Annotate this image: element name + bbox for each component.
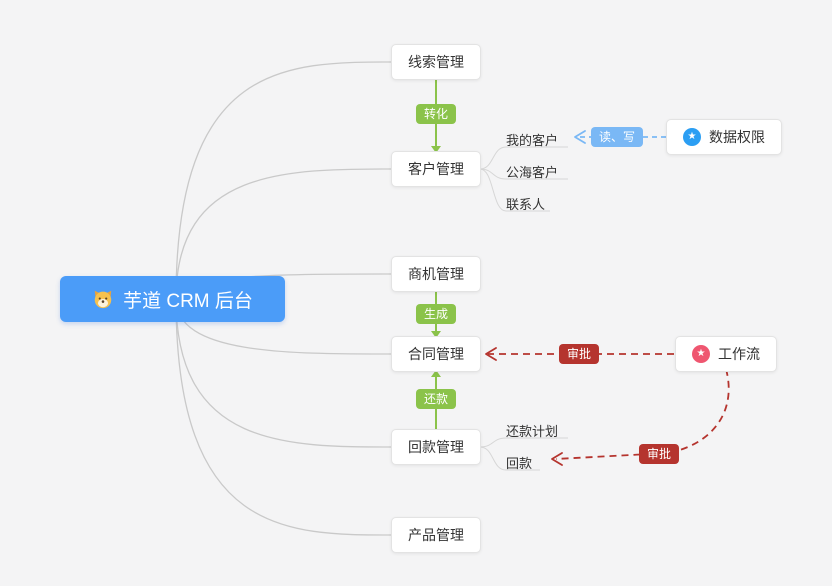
node-my-customers[interactable]: 我的客户 bbox=[506, 133, 559, 148]
star-icon: ★ bbox=[683, 128, 701, 146]
node-workflow[interactable]: ★ 工作流 bbox=[675, 336, 777, 372]
data-permission-label: 数据权限 bbox=[709, 129, 765, 145]
node-data-permission[interactable]: ★ 数据权限 bbox=[666, 119, 782, 155]
node-payment[interactable]: 回款 bbox=[506, 456, 533, 471]
node-public-customers[interactable]: 公海客户 bbox=[506, 165, 559, 180]
child-branch-lines bbox=[479, 146, 568, 471]
node-receivables[interactable]: 回款管理 bbox=[391, 429, 481, 465]
node-contracts[interactable]: 合同管理 bbox=[391, 336, 481, 372]
green-flow-arrows bbox=[431, 77, 441, 431]
edge-label-read-write: 读、写 bbox=[590, 127, 644, 147]
edge-label-approve-receivable: 审批 bbox=[638, 444, 680, 464]
edge-label-repay: 还款 bbox=[415, 389, 457, 409]
node-leads[interactable]: 线索管理 bbox=[391, 44, 481, 80]
dog-face-icon bbox=[92, 288, 114, 310]
node-repayment-plan[interactable]: 还款计划 bbox=[506, 424, 559, 439]
node-contacts[interactable]: 联系人 bbox=[506, 197, 546, 212]
star-icon: ★ bbox=[692, 345, 710, 363]
root-node-crm-admin[interactable]: 芋道 CRM 后台 bbox=[60, 276, 285, 322]
node-customers[interactable]: 客户管理 bbox=[391, 151, 481, 187]
edge-label-approve-contract: 审批 bbox=[558, 344, 600, 364]
workflow-label: 工作流 bbox=[718, 346, 760, 362]
node-products[interactable]: 产品管理 bbox=[391, 517, 481, 553]
root-label: 芋道 CRM 后台 bbox=[123, 290, 253, 312]
edge-label-transform: 转化 bbox=[415, 104, 457, 124]
node-opportunities[interactable]: 商机管理 bbox=[391, 256, 481, 292]
edge-label-generate: 生成 bbox=[415, 304, 457, 324]
